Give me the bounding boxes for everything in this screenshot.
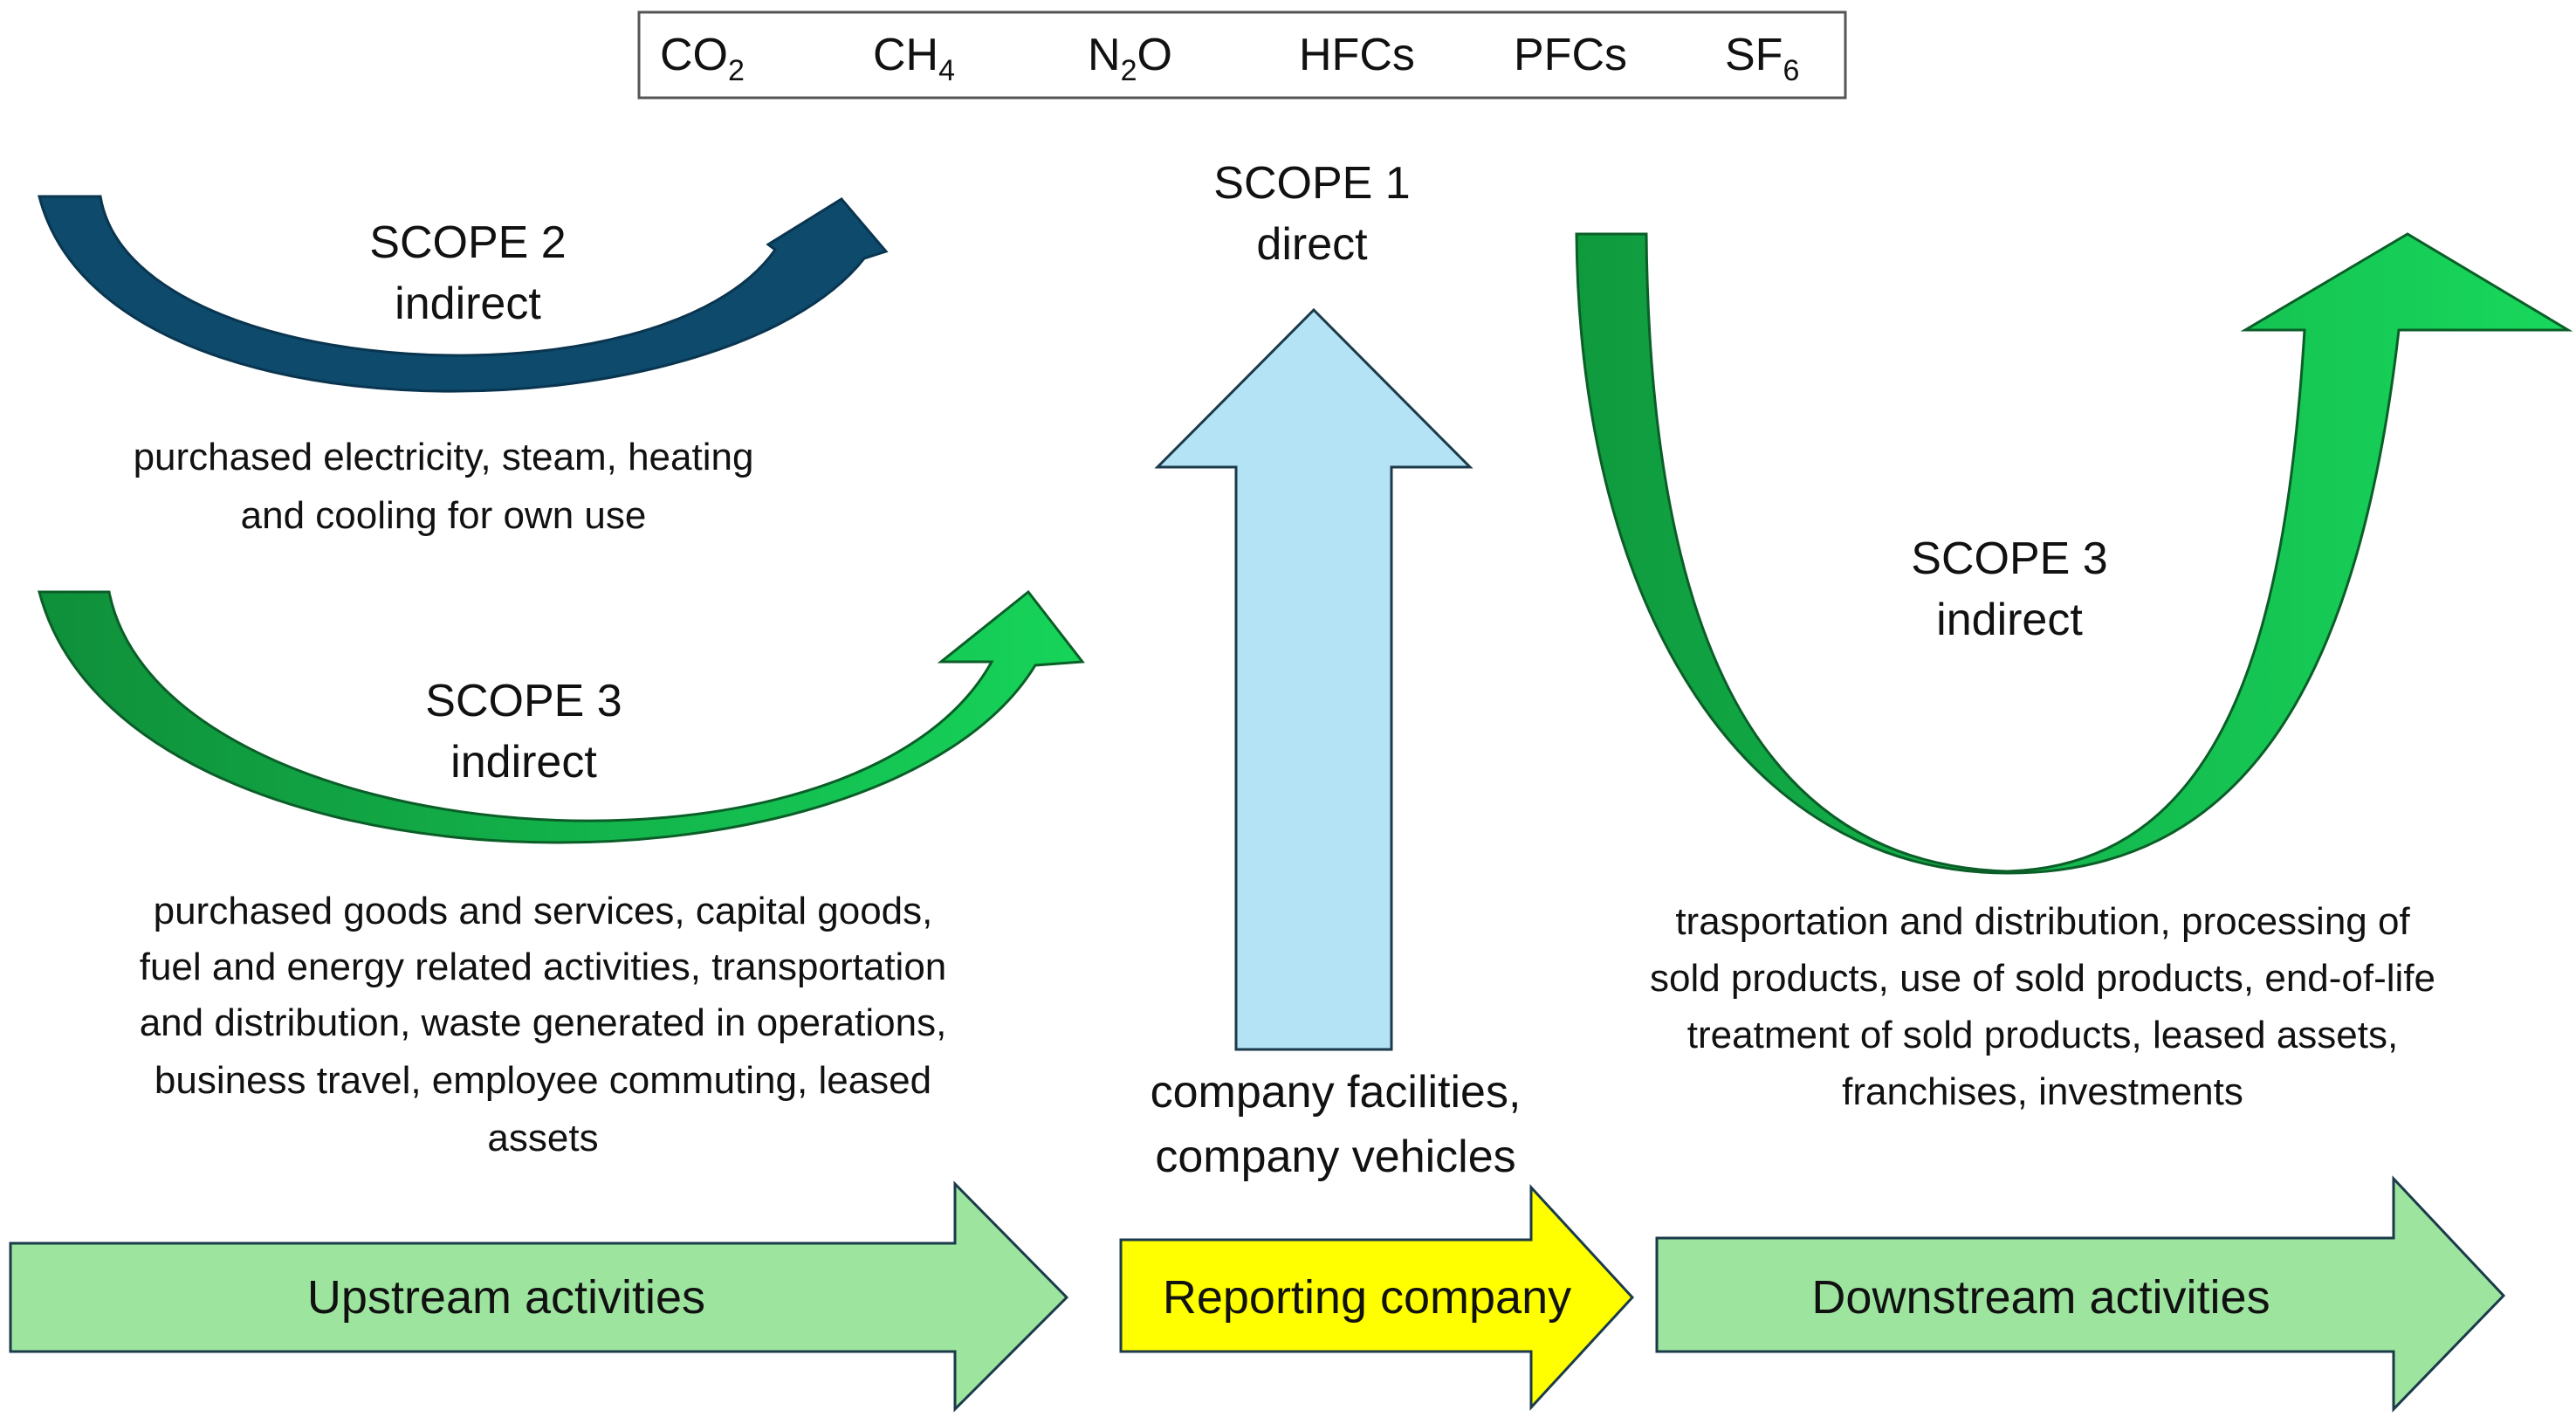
scope3-downstream-u-arrow [1575, 232, 2573, 875]
gas-pfcs: PFCs [1514, 30, 1627, 80]
downstream-activities-label: Downstream activities [1811, 1271, 2270, 1324]
reporting-company-label: Reporting company [1163, 1271, 1571, 1324]
reporting-company-arrow [1119, 1184, 1635, 1411]
scope3-downstream-title: SCOPE 3 [1911, 533, 2107, 584]
scope3-downstream-desc-line3: treatment of sold products, leased asset… [1687, 1014, 2398, 1056]
scope3-downstream-group: SCOPE 3 indirect trasportation and distr… [1575, 232, 2573, 1113]
scope1-group: SCOPE 1 direct company facilities, compa… [1151, 158, 1522, 1182]
scope3-upstream-curved-arrow [38, 589, 1085, 844]
gas-n2o: N2O [1088, 30, 1172, 87]
gas-co2: CO2 [660, 30, 745, 87]
scope3-upstream-desc-line2: fuel and energy related activities, tran… [140, 946, 947, 988]
gas-ch4: CH4 [873, 30, 955, 87]
gas-sf6: SF6 [1725, 30, 1799, 87]
scope1-title: SCOPE 1 [1213, 158, 1410, 209]
gases-box-frame [637, 10, 1847, 100]
scope3-downstream-desc-line1: trasportation and distribution, processi… [1675, 900, 2410, 943]
scope3-upstream-desc-line3: and distribution, waste generated in ope… [140, 1001, 947, 1044]
scope1-desc-line1: company facilities, [1151, 1067, 1522, 1118]
downstream-activities-arrow [1655, 1175, 2506, 1413]
upstream-activities-arrow [9, 1180, 1069, 1413]
scope3-upstream-group: SCOPE 3 indirect purchased goods and ser… [38, 589, 1085, 1159]
scope2-desc-line2: and cooling for own use [241, 494, 647, 537]
greenhouse-gases-box: CO2 CH4 N2O HFCs PFCs SF6 [637, 10, 1847, 100]
scope1-kind: direct [1256, 219, 1368, 270]
scope2-title: SCOPE 2 [369, 217, 566, 268]
scope2-curved-arrow [38, 195, 889, 393]
scope3-upstream-desc-line1: purchased goods and services, capital go… [154, 890, 933, 932]
value-chain-flow: Upstream activities Reporting company Do… [9, 1175, 2506, 1413]
scope3-upstream-title: SCOPE 3 [425, 676, 622, 726]
upstream-activities-label: Upstream activities [307, 1271, 705, 1324]
scope2-group: SCOPE 2 indirect purchased electricity, … [38, 195, 889, 537]
gas-hfcs: HFCs [1299, 30, 1415, 80]
scope3-downstream-kind: indirect [1936, 595, 2083, 645]
scope2-kind: indirect [395, 279, 541, 329]
scope2-desc-line1: purchased electricity, steam, heating [134, 436, 754, 478]
scope3-upstream-kind: indirect [450, 737, 597, 788]
scope3-upstream-desc-line4: business travel, employee commuting, lea… [155, 1059, 931, 1102]
scope3-downstream-desc-line4: franchises, investments [1842, 1070, 2243, 1113]
scope3-downstream-desc-line2: sold products, use of sold products, end… [1650, 957, 2435, 1000]
scope1-up-arrow [1154, 307, 1473, 1051]
scope1-desc-line2: company vehicles [1155, 1132, 1515, 1182]
scope3-upstream-desc-line5: assets [487, 1117, 598, 1159]
